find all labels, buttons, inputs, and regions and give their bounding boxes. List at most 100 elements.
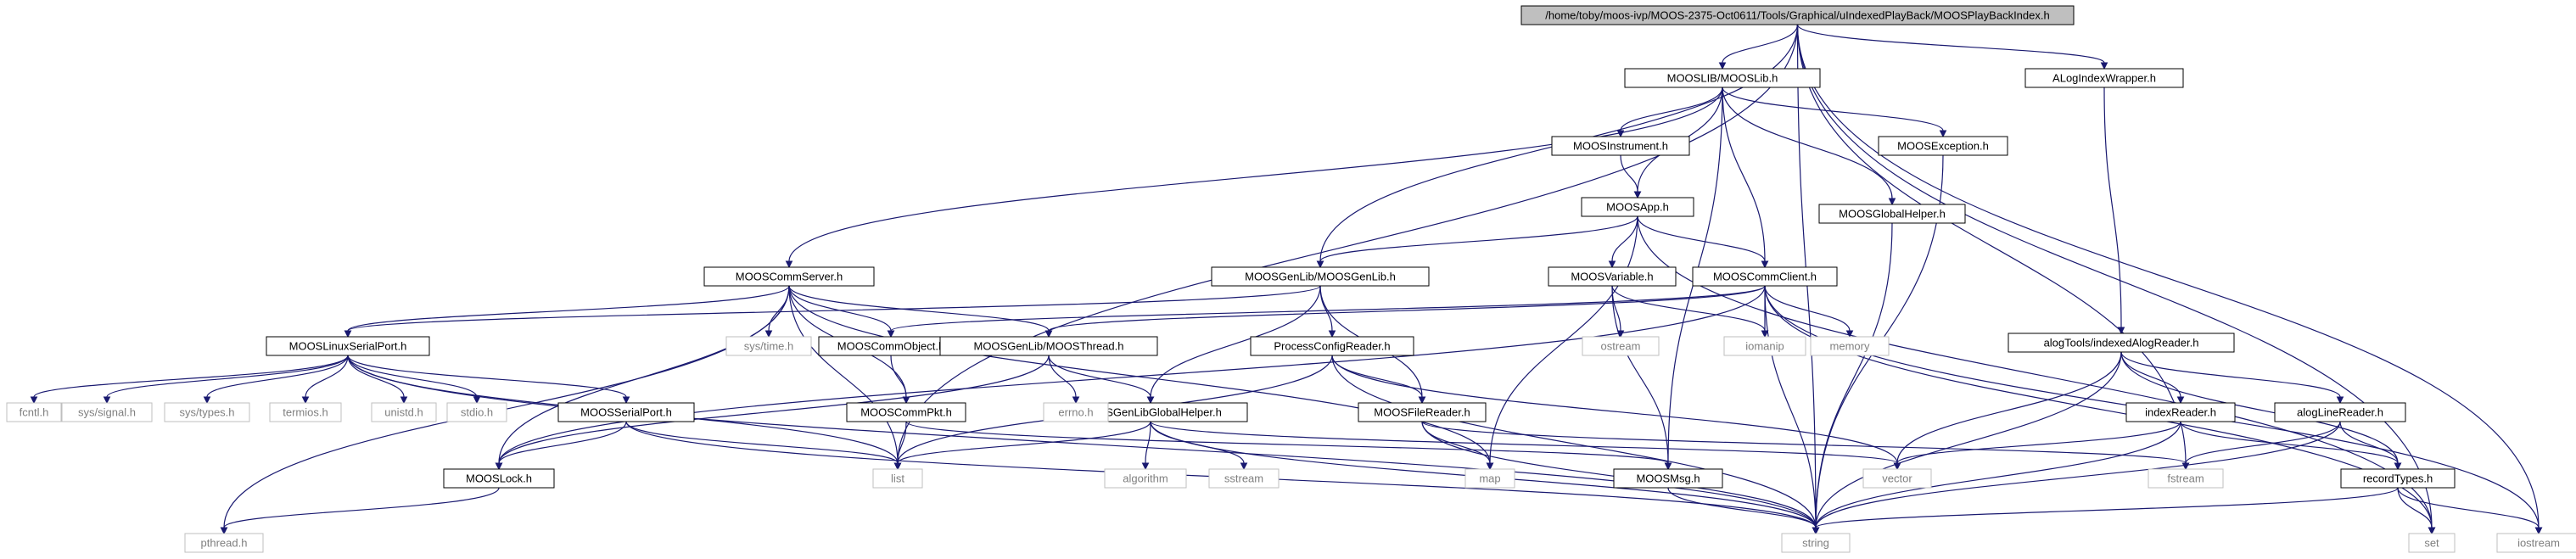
node-serialport[interactable]: MOOSSerialPort.h xyxy=(557,402,695,422)
node-filereader[interactable]: MOOSFileReader.h xyxy=(1358,402,1487,422)
node-linuxserial[interactable]: MOOSLinuxSerialPort.h xyxy=(266,336,430,356)
node-label: MOOSLIB/MOOSLib.h xyxy=(1667,72,1778,85)
node-indexreader[interactable]: indexReader.h xyxy=(2125,402,2236,422)
edge-linuxserial-to-stdio xyxy=(347,355,481,405)
node-map: map xyxy=(1464,468,1515,489)
node-label: MOOSException.h xyxy=(1897,140,1989,153)
node-instrument[interactable]: MOOSInstrument.h xyxy=(1551,136,1690,156)
node-box xyxy=(371,402,437,422)
edge-linuxserial-to-string xyxy=(347,355,1820,535)
node-label: MOOSCommServer.h xyxy=(736,271,843,283)
node-box xyxy=(6,402,62,422)
node-commclient[interactable]: MOOSCommClient.h xyxy=(1692,266,1838,287)
node-variable[interactable]: MOOSVariable.h xyxy=(1548,266,1677,287)
node-algorithm: algorithm xyxy=(1104,468,1187,489)
node-exception[interactable]: MOOSException.h xyxy=(1878,136,2008,156)
edge-variable-to-msg xyxy=(1611,285,1672,471)
edge-linuxserial-to-syssignal xyxy=(103,355,349,405)
node-box xyxy=(557,402,695,422)
node-root[interactable]: /home/toby/moos-ivp/MOOS-2375-Oct0611/To… xyxy=(1520,5,2075,25)
node-label: alogTools/indexedAlogReader.h xyxy=(2044,337,2199,349)
node-label: fcntl.h xyxy=(20,406,49,419)
node-label: MOOSMsg.h xyxy=(1636,472,1700,485)
node-label: MOOSLinuxSerialPort.h xyxy=(289,340,407,353)
node-label: MOOSGlobalHelper.h xyxy=(1839,208,1946,221)
node-label: MOOSCommPkt.h xyxy=(860,406,952,419)
node-box xyxy=(1464,468,1515,489)
node-label: sys/types.h xyxy=(179,406,234,419)
node-alogtools[interactable]: alogTools/indexedAlogReader.h xyxy=(2008,333,2235,353)
node-lock[interactable]: MOOSLock.h xyxy=(443,468,555,489)
node-errno: errno.h xyxy=(1043,402,1109,422)
node-globalhelper[interactable]: MOOSGlobalHelper.h xyxy=(1818,204,1966,224)
node-label: MOOSVariable.h xyxy=(1571,271,1653,283)
node-label: algorithm xyxy=(1123,472,1168,485)
node-thread[interactable]: MOOSGenLib/MOOSThread.h xyxy=(939,336,1158,356)
edge-root-to-fstream xyxy=(1796,24,2190,471)
edge-mooslib-to-globalhelper xyxy=(1722,87,1896,206)
node-recordtypes[interactable]: recordTypes.h xyxy=(2340,468,2456,489)
node-systypes: sys/types.h xyxy=(164,402,250,422)
edge-linuxserial-to-fcntl xyxy=(30,355,349,405)
node-alogline[interactable]: alogLineReader.h xyxy=(2274,402,2406,422)
node-box xyxy=(1358,402,1487,422)
node-msg[interactable]: MOOSMsg.h xyxy=(1613,468,1723,489)
node-label: alogLineReader.h xyxy=(2297,406,2383,419)
node-box xyxy=(1692,266,1838,287)
edge-alogline-to-recordtypes xyxy=(2339,421,2402,471)
node-procconfig[interactable]: ProcessConfigReader.h xyxy=(1250,336,1414,356)
node-commserver[interactable]: MOOSCommServer.h xyxy=(703,266,875,287)
edge-root-to-mooslib xyxy=(1718,24,1799,70)
node-label: sys/signal.h xyxy=(78,406,136,419)
node-fcntl: fcntl.h xyxy=(6,402,62,422)
node-syssignal: sys/signal.h xyxy=(61,402,153,422)
edge-globallibhelper-to-list xyxy=(893,421,1151,471)
node-fstream: fstream xyxy=(2148,468,2224,489)
node-mooslib[interactable]: MOOSLIB/MOOSLib.h xyxy=(1624,68,1821,88)
node-box xyxy=(1548,266,1677,287)
node-label: ALogIndexWrapper.h xyxy=(2052,72,2156,85)
node-box xyxy=(269,402,342,422)
node-label: unistd.h xyxy=(384,406,423,419)
edge-linuxserial-to-systypes xyxy=(203,355,349,405)
node-box xyxy=(1104,468,1187,489)
node-genlib[interactable]: MOOSGenLib/MOOSGenLib.h xyxy=(1211,266,1430,287)
node-label: errno.h xyxy=(1058,406,1093,419)
edge-commclient-to-memory xyxy=(1764,285,1854,338)
node-label: string xyxy=(1802,537,1829,550)
node-commobject[interactable]: MOOSCommObject.h xyxy=(818,336,964,356)
edge-thread-to-errno xyxy=(1048,355,1080,405)
node-box xyxy=(1208,468,1280,489)
node-label: stdio.h xyxy=(461,406,493,419)
node-app[interactable]: MOOSApp.h xyxy=(1581,197,1694,217)
node-box xyxy=(2148,468,2224,489)
node-label: map xyxy=(1479,472,1500,485)
node-box xyxy=(1551,136,1690,156)
node-set: set xyxy=(2408,533,2456,553)
node-box xyxy=(184,533,264,553)
node-label: recordTypes.h xyxy=(2363,472,2433,485)
edge-linuxserial-to-termios xyxy=(301,355,349,405)
node-box xyxy=(1613,468,1723,489)
node-label: set xyxy=(2424,537,2439,550)
edge-app-to-variable xyxy=(1608,215,1638,269)
node-commpkt[interactable]: MOOSCommPkt.h xyxy=(846,402,966,422)
edge-mooslib-to-commserver xyxy=(785,87,1723,269)
edge-app-to-genlib xyxy=(1316,215,1638,269)
node-pthread: pthread.h xyxy=(184,533,264,553)
node-label: /home/toby/moos-ivp/MOOS-2375-Oct0611/To… xyxy=(1545,9,2049,22)
node-alogwrap[interactable]: ALogIndexWrapper.h xyxy=(2024,68,2184,88)
node-box xyxy=(1818,204,1966,224)
edge-variable-to-iomanip xyxy=(1611,285,1769,338)
edge-mooslib-to-commclient xyxy=(1722,87,1769,269)
node-label: indexReader.h xyxy=(2145,406,2216,419)
node-iomanip: iomanip xyxy=(1723,336,1806,356)
edge-genlib-to-linuxserial xyxy=(344,285,1321,338)
node-memory: memory xyxy=(1810,336,1890,356)
node-box xyxy=(61,402,153,422)
node-label: termios.h xyxy=(283,406,328,419)
node-label: sstream xyxy=(1224,472,1263,485)
node-label: fstream xyxy=(2167,472,2204,485)
node-label: MOOSLock.h xyxy=(466,472,532,485)
